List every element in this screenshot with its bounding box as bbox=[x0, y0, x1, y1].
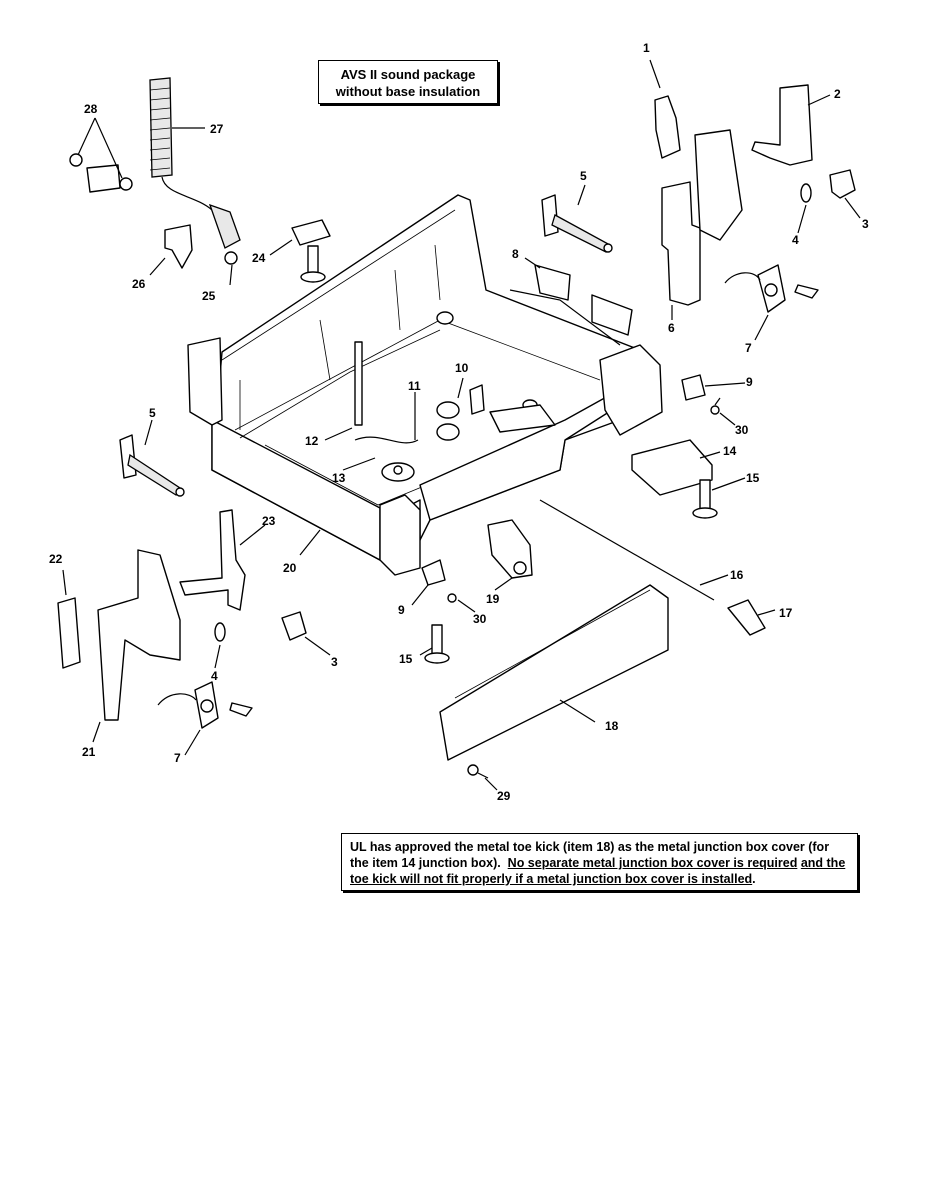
callout-14: 14 bbox=[723, 444, 737, 458]
part-19-valve bbox=[487, 519, 533, 579]
part-15-leg-right bbox=[692, 479, 718, 519]
part-9-clip-lower bbox=[421, 559, 446, 586]
part-22-handle bbox=[57, 597, 81, 669]
avs-note-line-1: AVS II sound package bbox=[340, 67, 476, 82]
part-29-screw bbox=[467, 764, 489, 779]
callout-16: 16 bbox=[730, 568, 744, 582]
callout-28: 28 bbox=[84, 102, 98, 116]
callout-15: 15 bbox=[746, 471, 760, 485]
callout-20: 20 bbox=[283, 561, 297, 575]
leader-lines bbox=[62, 59, 861, 791]
callout-8: 8 bbox=[512, 247, 519, 261]
callout-24: 24 bbox=[252, 251, 266, 265]
callout-23: 23 bbox=[262, 514, 276, 528]
callout-10: 10 bbox=[455, 361, 469, 375]
callout-1: 1 bbox=[643, 41, 650, 55]
ul-note-end: . bbox=[752, 872, 756, 886]
part-15-leg-lower bbox=[424, 624, 450, 664]
part-8-harness bbox=[509, 264, 633, 346]
callout-6: 6 bbox=[668, 321, 675, 335]
callout-2: 2 bbox=[834, 87, 841, 101]
avs-note-line-2: without base insulation bbox=[335, 84, 481, 99]
part-3-clip bbox=[829, 169, 856, 199]
callout-18: 18 bbox=[605, 719, 619, 733]
callout-15-lower: 15 bbox=[399, 652, 413, 666]
callout-9-lower: 9 bbox=[398, 603, 405, 617]
part-7-switch-left bbox=[157, 681, 253, 729]
part-4-lamp bbox=[800, 183, 812, 203]
callout-25: 25 bbox=[202, 289, 216, 303]
ul-note-text: UL has approved the metal toe kick (item… bbox=[350, 840, 830, 870]
part-6-side-plate bbox=[661, 181, 701, 306]
part-27-hose bbox=[149, 77, 241, 265]
part-16-rod bbox=[539, 499, 715, 601]
callout-19: 19 bbox=[486, 592, 500, 606]
part-5-spring-left bbox=[119, 434, 185, 497]
callout-27: 27 bbox=[210, 122, 224, 136]
part-21-side-plate bbox=[97, 549, 181, 721]
part-14-junction-box bbox=[631, 439, 713, 496]
part-24-switch bbox=[291, 219, 331, 283]
callout-9: 9 bbox=[746, 375, 753, 389]
callout-5: 5 bbox=[580, 169, 587, 183]
part-30-screw-lower bbox=[447, 593, 457, 603]
callout-7-left: 7 bbox=[174, 751, 181, 765]
part-23-bracket bbox=[179, 509, 246, 611]
callout-30-lower: 30 bbox=[473, 612, 487, 626]
callout-7: 7 bbox=[745, 341, 752, 355]
callout-3-left: 3 bbox=[331, 655, 338, 669]
part-1-bracket bbox=[654, 95, 681, 159]
ul-note-underlined-2: and the toe kick will not fit properly i… bbox=[350, 856, 846, 886]
callout-5-left: 5 bbox=[149, 406, 156, 420]
part-4-lamp-left bbox=[214, 622, 226, 642]
part-7-switch bbox=[724, 264, 819, 313]
callout-29: 29 bbox=[497, 789, 511, 803]
part-6-upper-plate bbox=[694, 129, 743, 241]
part-17-knob bbox=[727, 599, 766, 636]
callout-21: 21 bbox=[82, 745, 96, 759]
callout-30: 30 bbox=[735, 423, 749, 437]
avs-note-box: AVS II sound package without base insula… bbox=[318, 60, 498, 104]
ul-note-box: UL has approved the metal toe kick (item… bbox=[341, 833, 858, 891]
callout-3: 3 bbox=[862, 217, 869, 231]
part-26-bracket bbox=[164, 224, 193, 269]
callout-13: 13 bbox=[332, 471, 346, 485]
part-5-spring-right bbox=[541, 194, 613, 253]
base-assembly-part-20 bbox=[187, 194, 663, 576]
part-30-screw-right bbox=[710, 397, 721, 415]
part-9-clip-right bbox=[681, 374, 706, 401]
callout-26: 26 bbox=[132, 277, 146, 291]
callout-22: 22 bbox=[49, 552, 63, 566]
callout-12: 12 bbox=[305, 434, 319, 448]
part-28-coupling bbox=[69, 153, 133, 193]
part-18-toe-kick bbox=[439, 584, 669, 761]
ul-note-underlined-1: No separate metal junction box cover is … bbox=[507, 856, 798, 870]
part-2-bracket bbox=[751, 84, 813, 166]
part-3-clip-left bbox=[281, 611, 307, 641]
callout-4: 4 bbox=[792, 233, 799, 247]
callout-11: 11 bbox=[408, 379, 421, 393]
callout-17: 17 bbox=[779, 606, 793, 620]
callout-4-left: 4 bbox=[211, 669, 218, 683]
